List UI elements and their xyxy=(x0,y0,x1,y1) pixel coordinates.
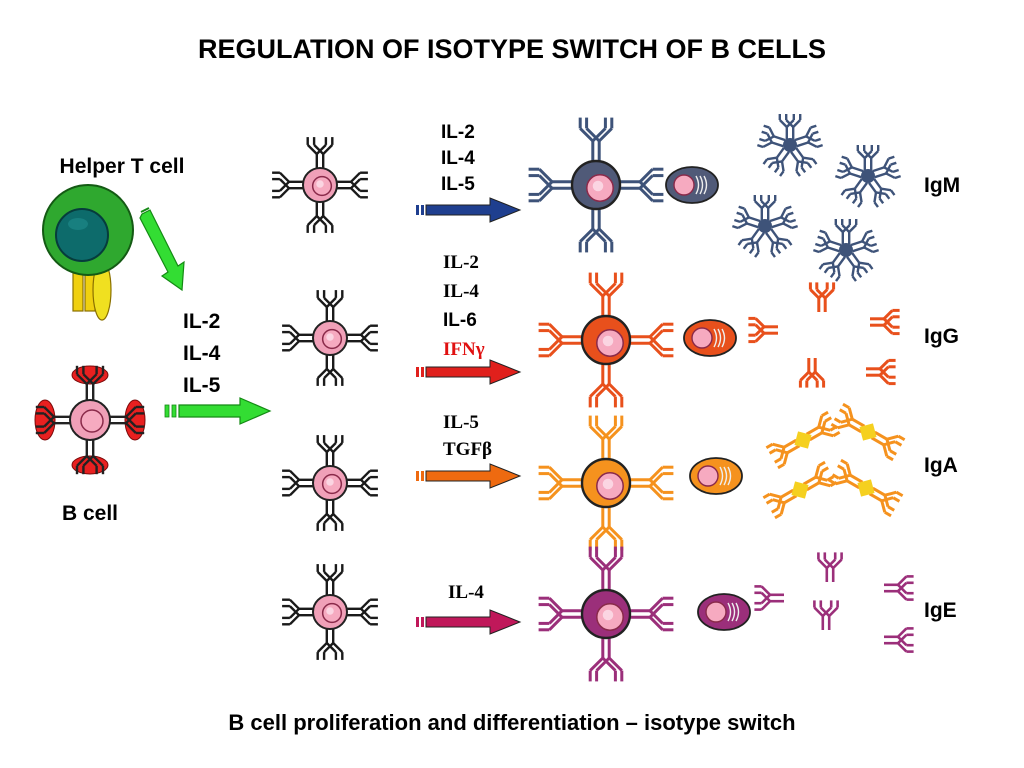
cytokine-label: IL-5 xyxy=(443,412,479,433)
helper-t-cell-label: Helper T cell xyxy=(60,155,185,178)
ige-antibody xyxy=(884,575,914,601)
secreted-antibodies xyxy=(748,282,900,388)
ige-antibody xyxy=(754,585,784,611)
t-cell-cytokine: IL-5 xyxy=(183,374,221,397)
isotype-label: IgA xyxy=(924,454,958,477)
cytokine-label: IL-2 xyxy=(443,252,479,273)
igm-pentamer xyxy=(834,145,902,208)
igg-antibody xyxy=(870,308,900,336)
signal-arrow xyxy=(416,609,522,635)
cytokine-label: TGFβ xyxy=(443,439,492,460)
secreted-antibodies xyxy=(754,552,914,653)
ige-antibody xyxy=(884,627,914,653)
igg-antibody xyxy=(866,358,896,386)
switched-b-cell xyxy=(538,546,674,682)
b-cell-label: B cell xyxy=(62,502,118,525)
secreted-antibodies xyxy=(731,114,902,282)
igm-pentamer xyxy=(756,114,824,177)
cytokine-label: IL-4 xyxy=(448,582,484,603)
ige-antibody xyxy=(813,600,839,630)
cytokine-label: IL-6 xyxy=(443,310,477,331)
t-cell-cytokine: IL-4 xyxy=(183,342,221,365)
cytokine-label: IL-4 xyxy=(443,281,479,302)
plasma-cell xyxy=(689,457,743,495)
secreted-antibodies xyxy=(762,402,906,520)
helper-t-cell xyxy=(42,184,134,321)
cytokine-label: IFNγ xyxy=(443,339,485,360)
iga-dimer xyxy=(762,460,838,520)
iga-dimer xyxy=(828,458,904,518)
igg-antibody xyxy=(808,282,836,312)
b-cell xyxy=(34,365,146,475)
isotype-label: IgE xyxy=(924,599,957,622)
plasma-cell xyxy=(683,319,737,357)
cytokine-label: IL-2 xyxy=(441,122,475,143)
caption: B cell proliferation and differentiation… xyxy=(228,710,795,735)
b-cell-signal-arrow xyxy=(164,397,272,425)
naive-b-cell xyxy=(282,564,378,660)
igg-antibody xyxy=(798,358,826,388)
naive-b-cell xyxy=(282,290,378,386)
ige-antibody xyxy=(817,552,843,582)
igg-antibody xyxy=(748,316,778,344)
isotype-label: IgG xyxy=(924,325,959,348)
naive-b-cells xyxy=(272,137,378,660)
switched-b-cell xyxy=(538,415,674,551)
t-cell-cytokine: IL-2 xyxy=(183,310,220,333)
signal-arrow xyxy=(416,197,522,223)
naive-b-cell xyxy=(272,137,368,233)
naive-b-cell xyxy=(282,435,378,531)
t-cell-signal-arrow xyxy=(139,207,185,292)
igm-pentamer xyxy=(812,219,880,282)
isotype-label: IgM xyxy=(924,174,960,197)
plasma-cell xyxy=(697,593,751,631)
t-cell-cytokines: IL-2 IL-4 IL-5 xyxy=(183,310,221,397)
iga-dimer xyxy=(830,402,906,462)
switched-b-cell xyxy=(528,117,664,253)
iga-dimer xyxy=(765,410,841,470)
switched-b-cell xyxy=(538,272,674,408)
igm-pentamer xyxy=(731,195,799,258)
page-title: REGULATION OF ISOTYPE SWITCH OF B CELLS xyxy=(198,34,826,64)
plasma-cell xyxy=(665,166,719,204)
cytokine-label: IL-5 xyxy=(441,174,475,195)
signal-arrow xyxy=(416,359,522,385)
signal-arrow xyxy=(416,463,522,489)
cytokine-label: IL-4 xyxy=(441,148,475,169)
